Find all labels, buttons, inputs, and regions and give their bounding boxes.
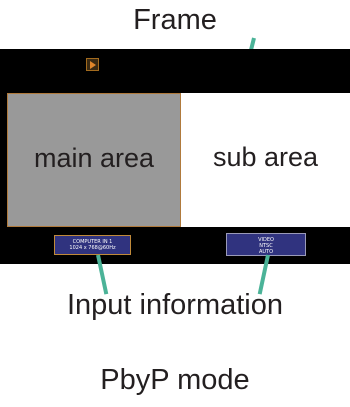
main-area-panel: main area [7,93,181,227]
play-arrow-icon [86,58,99,71]
input-info-main-line1: COMPUTER IN 1 [72,239,113,245]
input-info-badge-sub: VIDEO NTSC AUTO [226,233,306,256]
input-information-callout-label: Input information [66,289,283,321]
mode-caption: PbyP mode [100,364,250,396]
sub-area-label: sub area [212,142,319,172]
input-info-sub-line3: AUTO [258,249,274,255]
projector-screen: main area sub area COMPUTER IN 1 1024 x … [0,49,350,264]
sub-area-panel: sub area [181,93,350,227]
input-info-main-line2: 1024 x 768@60Hz [69,245,116,251]
main-area-label: main area [33,143,155,173]
input-info-sub-line2: NTSC [259,243,273,249]
frame-callout-label: Frame [133,4,217,36]
input-info-badge-main: COMPUTER IN 1 1024 x 768@60Hz [54,235,131,255]
input-info-sub-line1: VIDEO [258,237,274,243]
